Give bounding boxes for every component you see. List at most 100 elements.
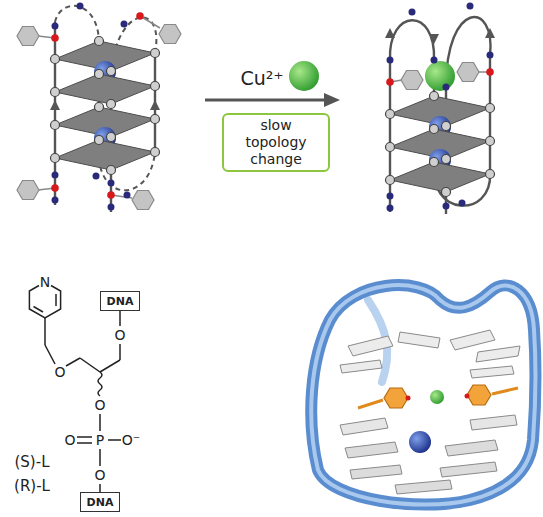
dashed-loop: [55, 6, 156, 191]
atom-label: N: [40, 275, 50, 289]
guanine-node-part: [107, 100, 116, 109]
g-tetrad-part: [55, 140, 155, 170]
pyridine-ligand-part: [465, 394, 470, 399]
pyridine-ligand: [358, 385, 518, 408]
chemical-bond-part: [66, 358, 80, 366]
crystal-structure: [311, 285, 535, 504]
nucleotide-dot-part: [387, 57, 394, 64]
atom-label: O⁻: [122, 433, 140, 447]
nucleotide-dot-part: [121, 21, 128, 28]
ion-label: Cu²⁺: [241, 69, 284, 88]
reaction-arrow: [205, 93, 340, 107]
nucleotide-dot-part: [443, 84, 450, 91]
guanine-node-part: [151, 82, 160, 91]
node-text: DNA: [87, 496, 114, 509]
ligand-site: [386, 68, 494, 86]
base-slab: [340, 415, 517, 435]
nucleotide-dot-part: [108, 204, 115, 211]
base-slab-part: [395, 480, 452, 494]
base-slab-part: [476, 346, 520, 362]
pyridine-hexagon: [17, 25, 181, 210]
guanine-node-part: [107, 166, 116, 175]
nucleotide-dot: [387, 3, 494, 212]
guanine-node-part: [442, 122, 451, 131]
nucleotide-dot-part: [108, 180, 115, 187]
strand: [390, 55, 490, 214]
dna-box: DNA: [100, 291, 140, 311]
chemical-bond-part: [44, 318, 46, 345]
loop-part: [390, 20, 434, 60]
nucleotide-dot: [52, 3, 131, 211]
base-slab-part: [440, 462, 497, 477]
g-tetrad-part: [55, 74, 155, 104]
pyridine-ligand-part: [406, 396, 411, 401]
nucleotide-dot-part: [443, 203, 450, 210]
backbone-ribbon-part: [311, 285, 535, 504]
nucleotide-dot-part: [387, 205, 394, 212]
pyridine-hexagon-part: [132, 191, 154, 210]
nucleotide-dot-part: [487, 52, 494, 59]
nucleotide-dot-part: [124, 192, 131, 199]
g-tetrad: [390, 162, 490, 192]
strand-arrow-part: [385, 28, 395, 38]
pyridine-hexagon-part: [457, 63, 479, 82]
nucleotide-dot-part: [459, 200, 466, 207]
chemical-bond-part: [55, 294, 57, 306]
chemical-bond-part: [98, 372, 102, 396]
dashed-loop-part: [55, 6, 99, 41]
base-slab-part: [350, 465, 402, 479]
pyridine-hexagon-part: [17, 181, 39, 200]
node-text: slow topology change: [230, 117, 322, 168]
pyridine-hexagon-part: [17, 27, 39, 46]
chemical-bond-part: [80, 358, 100, 372]
strand: [55, 22, 155, 212]
guanine-node-part: [51, 121, 60, 130]
base-slab-part: [348, 336, 393, 356]
base-slab-part: [450, 330, 495, 350]
chemical-bond-part: [45, 345, 55, 364]
ligand-linker: [38, 16, 160, 198]
guanine-node: [386, 92, 495, 197]
pyridine-ligand-part: [358, 400, 383, 408]
atom-label: O: [54, 365, 65, 379]
chemical-bond-part: [108, 439, 121, 441]
strand-arrow-part: [50, 100, 60, 110]
base-slab-part: [345, 442, 398, 458]
base-slab: [345, 440, 498, 494]
guanine-node-part: [442, 188, 451, 197]
stereo-label: (R)-L: [14, 479, 50, 494]
guanine-node-part: [430, 158, 439, 167]
nucleotide-dot-part: [52, 197, 59, 204]
guanine-node-part: [51, 88, 60, 97]
guanine-node-part: [430, 92, 439, 101]
chemical-bond-part: [77, 436, 92, 438]
nucleotide-dot-part: [93, 173, 100, 180]
guanine-node-part: [95, 37, 104, 46]
stereo-label: (S)-L: [15, 455, 50, 470]
base-slab-part: [340, 418, 388, 435]
pyridine-hexagon-part: [159, 25, 181, 44]
dna-box: DNA: [80, 492, 120, 512]
guanine-node-part: [486, 137, 495, 146]
chemical-bond-part: [99, 484, 101, 492]
left-quadruplex: [17, 3, 181, 213]
reaction-arrow-part: [205, 99, 326, 102]
guanine-node-part: [486, 104, 495, 113]
pyridine-ligand-part: [467, 385, 491, 405]
base-slab-part: [340, 360, 382, 373]
chemical-bond-part: [77, 442, 92, 444]
strand-arrow: [385, 28, 495, 44]
nucleotide-dot-part: [77, 3, 84, 10]
ligand-site-part: [136, 12, 144, 20]
copper-ion: [289, 61, 319, 91]
ligand-site-part: [51, 34, 59, 42]
ligand-site-part: [51, 184, 59, 192]
ligand-site: [51, 12, 144, 199]
copper-ion: [430, 390, 444, 404]
chemical-bond-part: [119, 311, 121, 326]
chemical-bond-part: [100, 360, 120, 372]
nucleotide-dot-part: [467, 3, 474, 10]
guanine-node: [51, 37, 160, 175]
guanine-node-part: [95, 103, 104, 112]
nucleotide-dot-part: [431, 57, 438, 64]
